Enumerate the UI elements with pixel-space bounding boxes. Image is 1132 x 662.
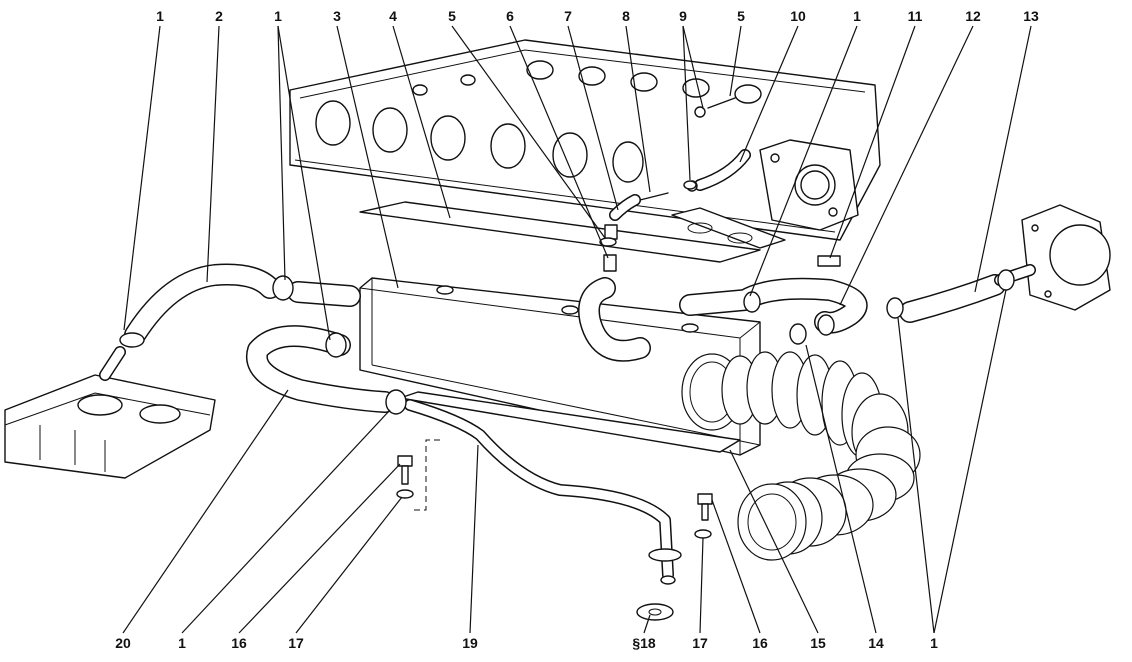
pipe-19 bbox=[404, 399, 682, 585]
callout-16: 16 bbox=[231, 635, 247, 651]
leader-lines bbox=[122, 25, 1032, 634]
callout-labels: 1 2 1 3 4 5 6 7 8 9 5 10 1 11 12 13 20 1… bbox=[115, 8, 1039, 651]
callout-17: 17 bbox=[692, 635, 708, 651]
callout-8: 8 bbox=[622, 8, 630, 24]
flange-gasket bbox=[671, 207, 786, 249]
cap-13 bbox=[994, 204, 1111, 311]
washer-17-left bbox=[396, 489, 414, 499]
callout-18: §18 bbox=[632, 635, 656, 651]
hose-short-upper bbox=[287, 281, 361, 307]
hose-loop-center bbox=[578, 277, 651, 362]
breather-fittings bbox=[603, 97, 841, 272]
callout-7: 7 bbox=[564, 8, 572, 24]
washer-17-right bbox=[694, 529, 712, 539]
callout-15: 15 bbox=[810, 635, 826, 651]
callout-1: 1 bbox=[156, 8, 164, 24]
clamps bbox=[119, 180, 1015, 415]
corrugated-duct bbox=[681, 351, 921, 561]
throttle-flange bbox=[759, 139, 859, 231]
callout-1: 1 bbox=[178, 635, 186, 651]
hose-12 bbox=[679, 277, 868, 336]
hose-20 bbox=[245, 325, 396, 413]
bolt-16-right bbox=[697, 493, 713, 521]
callout-17: 17 bbox=[288, 635, 304, 651]
callout-16: 16 bbox=[752, 635, 768, 651]
intake-manifold bbox=[289, 39, 881, 263]
hose-2 bbox=[124, 263, 281, 346]
callout-2: 2 bbox=[215, 8, 223, 24]
callout-1: 1 bbox=[274, 8, 282, 24]
manifold-runners bbox=[412, 60, 762, 104]
manifold-ports bbox=[315, 100, 644, 183]
callout-6: 6 bbox=[506, 8, 514, 24]
callout-13: 13 bbox=[1023, 8, 1039, 24]
bolt-16-left bbox=[397, 455, 413, 485]
gasket-18 bbox=[636, 603, 674, 621]
callout-5: 5 bbox=[448, 8, 456, 24]
callout-20: 20 bbox=[115, 635, 131, 651]
callout-10: 10 bbox=[790, 8, 806, 24]
flange-left bbox=[4, 346, 216, 479]
callout-12: 12 bbox=[965, 8, 981, 24]
callout-4: 4 bbox=[389, 8, 397, 24]
manifold-gasket bbox=[359, 201, 761, 263]
callout-14: 14 bbox=[868, 635, 884, 651]
callout-5: 5 bbox=[737, 8, 745, 24]
callout-11: 11 bbox=[908, 8, 923, 24]
hose-13-short bbox=[899, 274, 1006, 323]
callout-9: 9 bbox=[679, 8, 687, 24]
callout-19: 19 bbox=[462, 635, 478, 651]
callout-3: 3 bbox=[333, 8, 341, 24]
callout-1: 1 bbox=[853, 8, 861, 24]
assembly-dash-left bbox=[412, 439, 440, 511]
callout-1: 1 bbox=[930, 635, 938, 651]
intercooler-box bbox=[359, 277, 761, 456]
